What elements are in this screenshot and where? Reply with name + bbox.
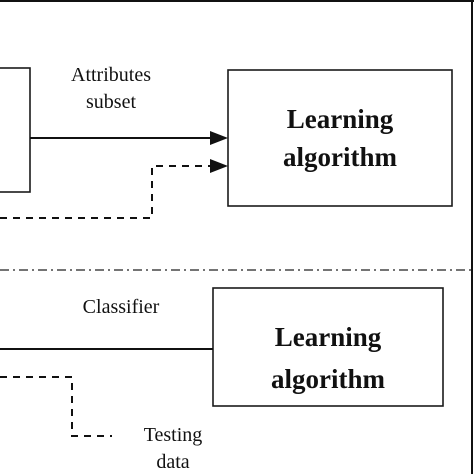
lower-learning-algorithm-box bbox=[212, 287, 444, 407]
testing-data-label-line1: Testing bbox=[143, 424, 203, 446]
dashed-feedback-arrow bbox=[0, 165, 212, 219]
upper-box-title-line2: algorithm bbox=[283, 142, 397, 172]
upper-learning-algorithm-box bbox=[227, 69, 453, 207]
lower-box-title-line2: algorithm bbox=[271, 364, 385, 394]
classifier-label: Classifier bbox=[82, 296, 160, 318]
testing-data-label-line2: data bbox=[156, 451, 190, 473]
attributes-subset-arrowhead bbox=[210, 131, 228, 145]
attributes-subset-label-line2: subset bbox=[86, 91, 136, 113]
upper-box-title-line1: Learning bbox=[286, 104, 394, 134]
partial-left-box bbox=[0, 67, 31, 193]
dashed-feedback-arrowhead bbox=[210, 159, 228, 173]
testing-data-dashed-line bbox=[0, 376, 112, 437]
lower-box-title-line1: Learning bbox=[274, 322, 382, 352]
attributes-subset-label-line1: Attributes bbox=[71, 64, 151, 86]
